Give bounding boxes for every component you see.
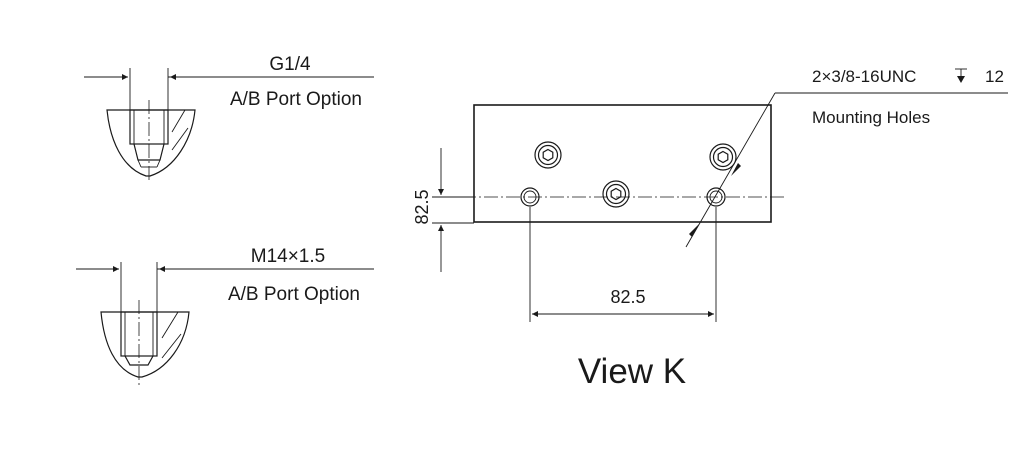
socket-bolt-center [602,180,630,208]
view-k-title: View K [578,352,686,391]
port-g14-size-text: G1/4 [269,54,311,75]
port-m14-cross-section [100,300,190,385]
manifold-block-outline [473,104,772,223]
socket-bolt-left [534,141,562,169]
mounting-hole-leader [685,92,1008,248]
mounting-hole-right [706,187,726,207]
port-m14-label-text: A/B Port Option [228,284,360,305]
depth-value-text: 12 [985,67,1004,86]
socket-bolt-right [709,143,737,171]
horizontal-dimension-text: 82.5 [610,287,645,307]
port-g14-label-text: A/B Port Option [230,89,362,110]
port-option-g14: G1/4 A/B Port Option [84,54,374,182]
port-m14-size-text: M14×1.5 [251,246,325,267]
vertical-dimension [432,148,474,272]
mounting-callout-text: 2×3/8-16UNC [812,67,916,86]
port-g14-dimension-lines [84,68,374,112]
port-g14-cross-section [106,100,196,182]
view-k: 2×3/8-16UNC 12 Mounting Holes 82.5 82.5 … [412,67,1008,391]
depth-icon [955,68,967,83]
horizontal-dimension [529,207,717,322]
mounting-note-text: Mounting Holes [812,108,930,127]
port-m14-dimension-lines [76,262,374,312]
mounting-hole-left [520,187,540,207]
port-option-m14: M14×1.5 A/B Port Option [76,246,374,385]
vertical-dimension-text: 82.5 [412,189,432,224]
